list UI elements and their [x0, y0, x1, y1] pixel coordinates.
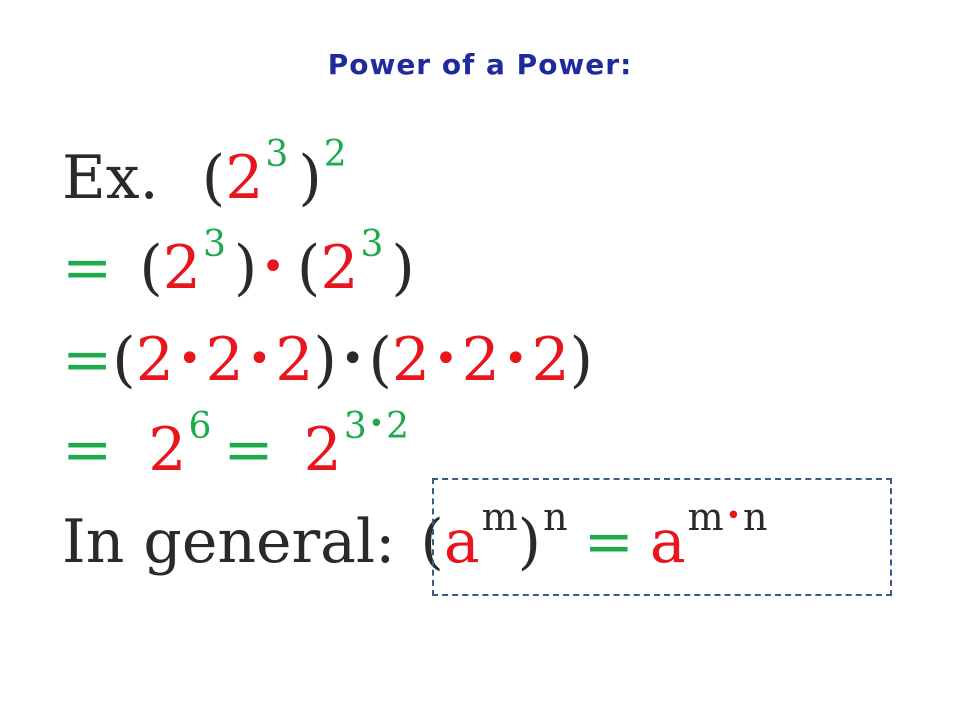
open-paren: ( — [112, 325, 136, 395]
equals-sign: = — [62, 415, 113, 485]
multiply-dot: • — [340, 336, 365, 382]
close-paren: ) — [313, 325, 337, 395]
open-paren: ( — [368, 325, 392, 395]
factors-line: =(2•2•2)•(2•2•2) — [62, 330, 593, 390]
general-label: In general: — [62, 507, 396, 577]
exponent-n: n — [743, 495, 768, 539]
general-rule-line: In general: (am)n=am•n — [62, 498, 768, 572]
factor: 2 — [275, 325, 314, 395]
expansion-line: = (23)•(23) — [62, 227, 415, 299]
base: 2 — [148, 415, 187, 485]
equals-sign: = — [223, 415, 274, 485]
multiply-dot: • — [368, 409, 385, 439]
outer-exponent: 2 — [323, 134, 347, 175]
result-exponent: m•n — [688, 495, 768, 539]
base: 2 — [162, 233, 201, 303]
product-exponent: 3•2 — [344, 406, 409, 447]
inner-exponent: 3 — [265, 134, 289, 175]
close-paren: ) — [233, 233, 258, 303]
base-a: a — [443, 507, 480, 577]
factor: 2 — [461, 325, 500, 395]
factor: 2 — [205, 325, 244, 395]
multiply-dot: • — [261, 244, 285, 290]
multiply-dot: • — [434, 336, 458, 382]
example-line: Ex. (23)2 — [62, 137, 347, 209]
rule-highlight-box — [432, 478, 892, 596]
example-label: Ex. — [62, 143, 159, 213]
exponent-factor: 3 — [343, 406, 367, 447]
open-paren: ( — [296, 233, 321, 303]
base: 2 — [225, 143, 264, 213]
close-paren: ) — [298, 143, 322, 213]
equals-sign: = — [62, 325, 113, 395]
result-base-a: a — [649, 507, 686, 577]
multiply-dot: • — [177, 336, 202, 382]
exponent-factor: 2 — [386, 406, 409, 447]
multiply-dot: • — [725, 501, 742, 531]
multiply-dot: • — [503, 336, 528, 382]
exponent-n: n — [543, 495, 568, 539]
close-paren: ) — [517, 507, 542, 577]
exponent: 3 — [202, 224, 226, 265]
base: 2 — [320, 233, 359, 303]
exponent: 3 — [360, 224, 384, 265]
result-line: =26=23•2 — [62, 409, 409, 481]
exponent-m: m — [481, 495, 518, 539]
slide-title: Power of a Power: — [327, 48, 633, 81]
open-paren: ( — [139, 233, 163, 303]
exponent-m: m — [687, 495, 724, 539]
close-paren: ) — [391, 233, 415, 303]
close-paren: ) — [569, 325, 594, 395]
open-paren: ( — [201, 143, 226, 213]
equals-sign: = — [62, 233, 113, 303]
base: 2 — [303, 415, 342, 485]
factor: 2 — [135, 325, 174, 395]
factor: 2 — [391, 325, 431, 395]
equals-sign: = — [583, 507, 634, 577]
exponent: 6 — [188, 406, 212, 447]
factor: 2 — [531, 325, 570, 395]
multiply-dot: • — [247, 336, 272, 382]
